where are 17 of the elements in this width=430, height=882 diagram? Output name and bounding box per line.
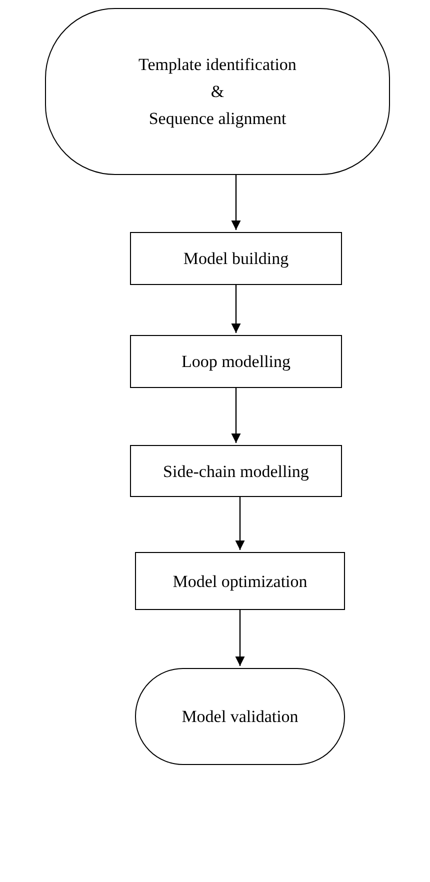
node-label: & bbox=[210, 81, 224, 103]
node-label: Model building bbox=[183, 248, 289, 270]
node-label: Sequence alignment bbox=[148, 108, 286, 130]
node-label: Side-chain modelling bbox=[163, 460, 309, 483]
arrow bbox=[231, 388, 241, 443]
arrow bbox=[231, 175, 241, 230]
arrow bbox=[235, 610, 245, 666]
node-label: Model optimization bbox=[172, 570, 308, 593]
node-label: Model validation bbox=[182, 706, 298, 728]
arrow bbox=[235, 497, 245, 550]
node-label: Template identification bbox=[138, 54, 296, 76]
process-box bbox=[130, 445, 342, 497]
arrow bbox=[231, 285, 241, 333]
node-label: Loop modelling bbox=[181, 351, 291, 373]
process-box bbox=[135, 552, 345, 610]
process-box bbox=[130, 232, 342, 285]
process-box bbox=[130, 335, 342, 388]
